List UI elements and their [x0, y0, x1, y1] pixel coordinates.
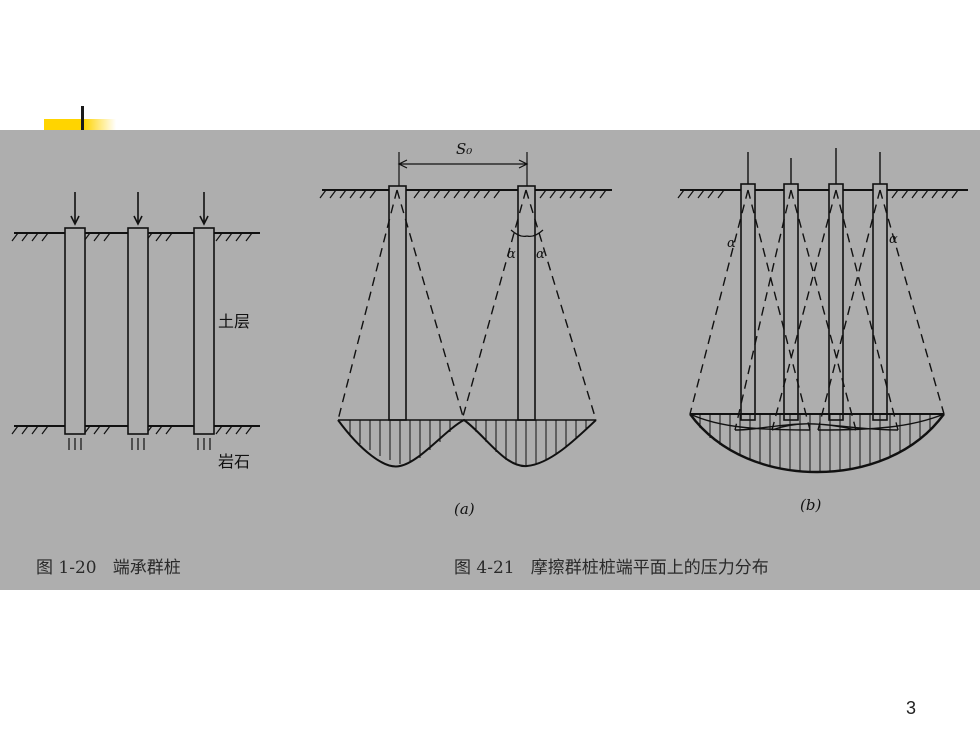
title-accent-bar — [44, 119, 116, 131]
figure-caption-right: 图 4-21 摩擦群桩桩端平面上的压力分布 — [454, 558, 769, 578]
page-number: 3 — [906, 698, 917, 718]
title-accent-tick — [81, 106, 84, 132]
pile-diagrams — [11, 148, 968, 474]
friction-piles-part-b — [677, 148, 968, 474]
pile-spacing-label: S₀ — [456, 140, 473, 158]
part-b-label: (b) — [800, 496, 822, 514]
figure-panel: 土层 岩石 S₀ α α α α (a) (b) 图 1-20 端承群桩 图 4… — [0, 130, 980, 590]
end-bearing-pile-group — [11, 192, 260, 450]
angle-label-left: α — [507, 247, 516, 262]
figure-caption-left: 图 1-20 端承群桩 — [36, 558, 181, 578]
rock-layer-label: 岩石 — [218, 452, 251, 471]
part-a-label: (a) — [454, 500, 475, 518]
friction-piles-part-a — [319, 152, 612, 468]
angle-label-b-left: α — [727, 236, 736, 251]
soil-layer-label: 土层 — [218, 312, 251, 331]
angle-label-b-right: α — [889, 232, 898, 247]
angle-label-right: α — [536, 247, 545, 262]
